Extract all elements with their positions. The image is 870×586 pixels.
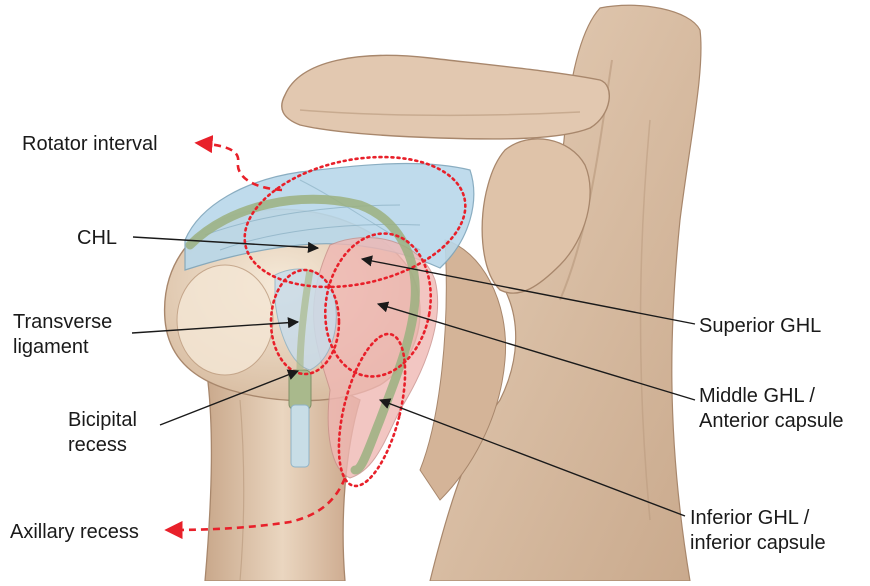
label-rotator-interval: Rotator interval (22, 132, 158, 157)
label-axillary-recess: Axillary recess (10, 520, 139, 545)
label-chl: CHL (77, 226, 117, 251)
label-inferior-ghl: Inferior GHL / inferior capsule (690, 506, 826, 556)
label-transverse-ligament: Transverse ligament (13, 310, 112, 360)
acromion (282, 55, 610, 139)
label-bicipital-recess: Bicipital recess (68, 408, 137, 458)
label-middle-ghl: Middle GHL / Anterior capsule (699, 384, 844, 434)
label-superior-ghl: Superior GHL (699, 314, 821, 339)
